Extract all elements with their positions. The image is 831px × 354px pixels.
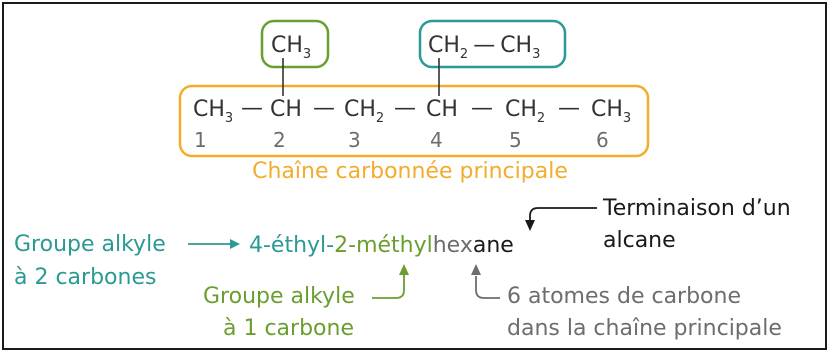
name-methyl-part: méthyl <box>356 233 433 258</box>
carbon-index-5: 5 <box>509 128 522 152</box>
carbon-count-line1: 6 atomes de carbone <box>507 284 741 309</box>
ending-annotation-line1: Terminaison d’un <box>602 196 791 221</box>
diagram-frame <box>2 2 827 350</box>
chain-atom-5: CH2 <box>505 97 545 126</box>
carbon-count-arrowhead-icon <box>471 264 481 275</box>
methyl-branch-box <box>260 19 330 69</box>
carbon-index-3: 3 <box>348 128 361 152</box>
chain-bond-5: — <box>558 96 580 121</box>
methyl-arrowhead-icon <box>399 264 409 275</box>
name-hex-part: hex <box>433 233 473 258</box>
ethyl-branch-formula: CH2—CH3 <box>428 33 540 62</box>
chain-atom-2: CH <box>270 97 302 122</box>
ending-annotation-line2: alcane <box>603 228 676 253</box>
carbon-index-2: 2 <box>273 128 286 152</box>
main-chain-label: Chaîne carbonnée principale <box>252 159 568 184</box>
chain-atom-1: CH3 <box>193 97 233 126</box>
carbon-index-1: 1 <box>194 128 207 152</box>
chain-bond-2: — <box>313 96 335 121</box>
name-locant-2: 2- <box>334 233 356 258</box>
carbon-count-arrow-line <box>475 276 500 299</box>
chain-bond-1: — <box>241 96 263 121</box>
compound-name: 4-éthyl-2-méthylhexane <box>249 233 514 258</box>
methyl-arrow-line <box>372 274 405 299</box>
methyl-branch-formula: CH3 <box>271 33 311 62</box>
chain-atom-3: CH2 <box>344 97 384 126</box>
chain-bond-3: — <box>394 96 416 121</box>
methyl-annotation-line1: Groupe alkyle <box>203 284 355 309</box>
chain-atom-4: CH <box>426 97 458 122</box>
chain-bond-4: — <box>471 96 493 121</box>
ending-arrowhead-icon <box>525 220 535 231</box>
ending-arrow-line <box>529 207 597 222</box>
ethyl-branch-box <box>418 19 567 69</box>
methyl-annotation-line2: à 1 carbone <box>223 316 354 341</box>
chain-atom-6: CH3 <box>591 97 631 126</box>
ethyl-annotation-line1: Groupe alkyle <box>14 232 166 257</box>
ethyl-arrowhead-icon <box>230 239 240 249</box>
carbon-index-6: 6 <box>596 128 609 152</box>
name-ethyl-part: 4-éthyl- <box>249 233 334 258</box>
ethyl-annotation-line2: à 2 carbones <box>14 265 156 290</box>
main-chain-box <box>178 84 650 158</box>
name-ane-part: ane <box>473 233 514 258</box>
carbon-count-line2: dans la chaîne principale <box>507 316 782 341</box>
carbon-index-4: 4 <box>430 128 443 152</box>
